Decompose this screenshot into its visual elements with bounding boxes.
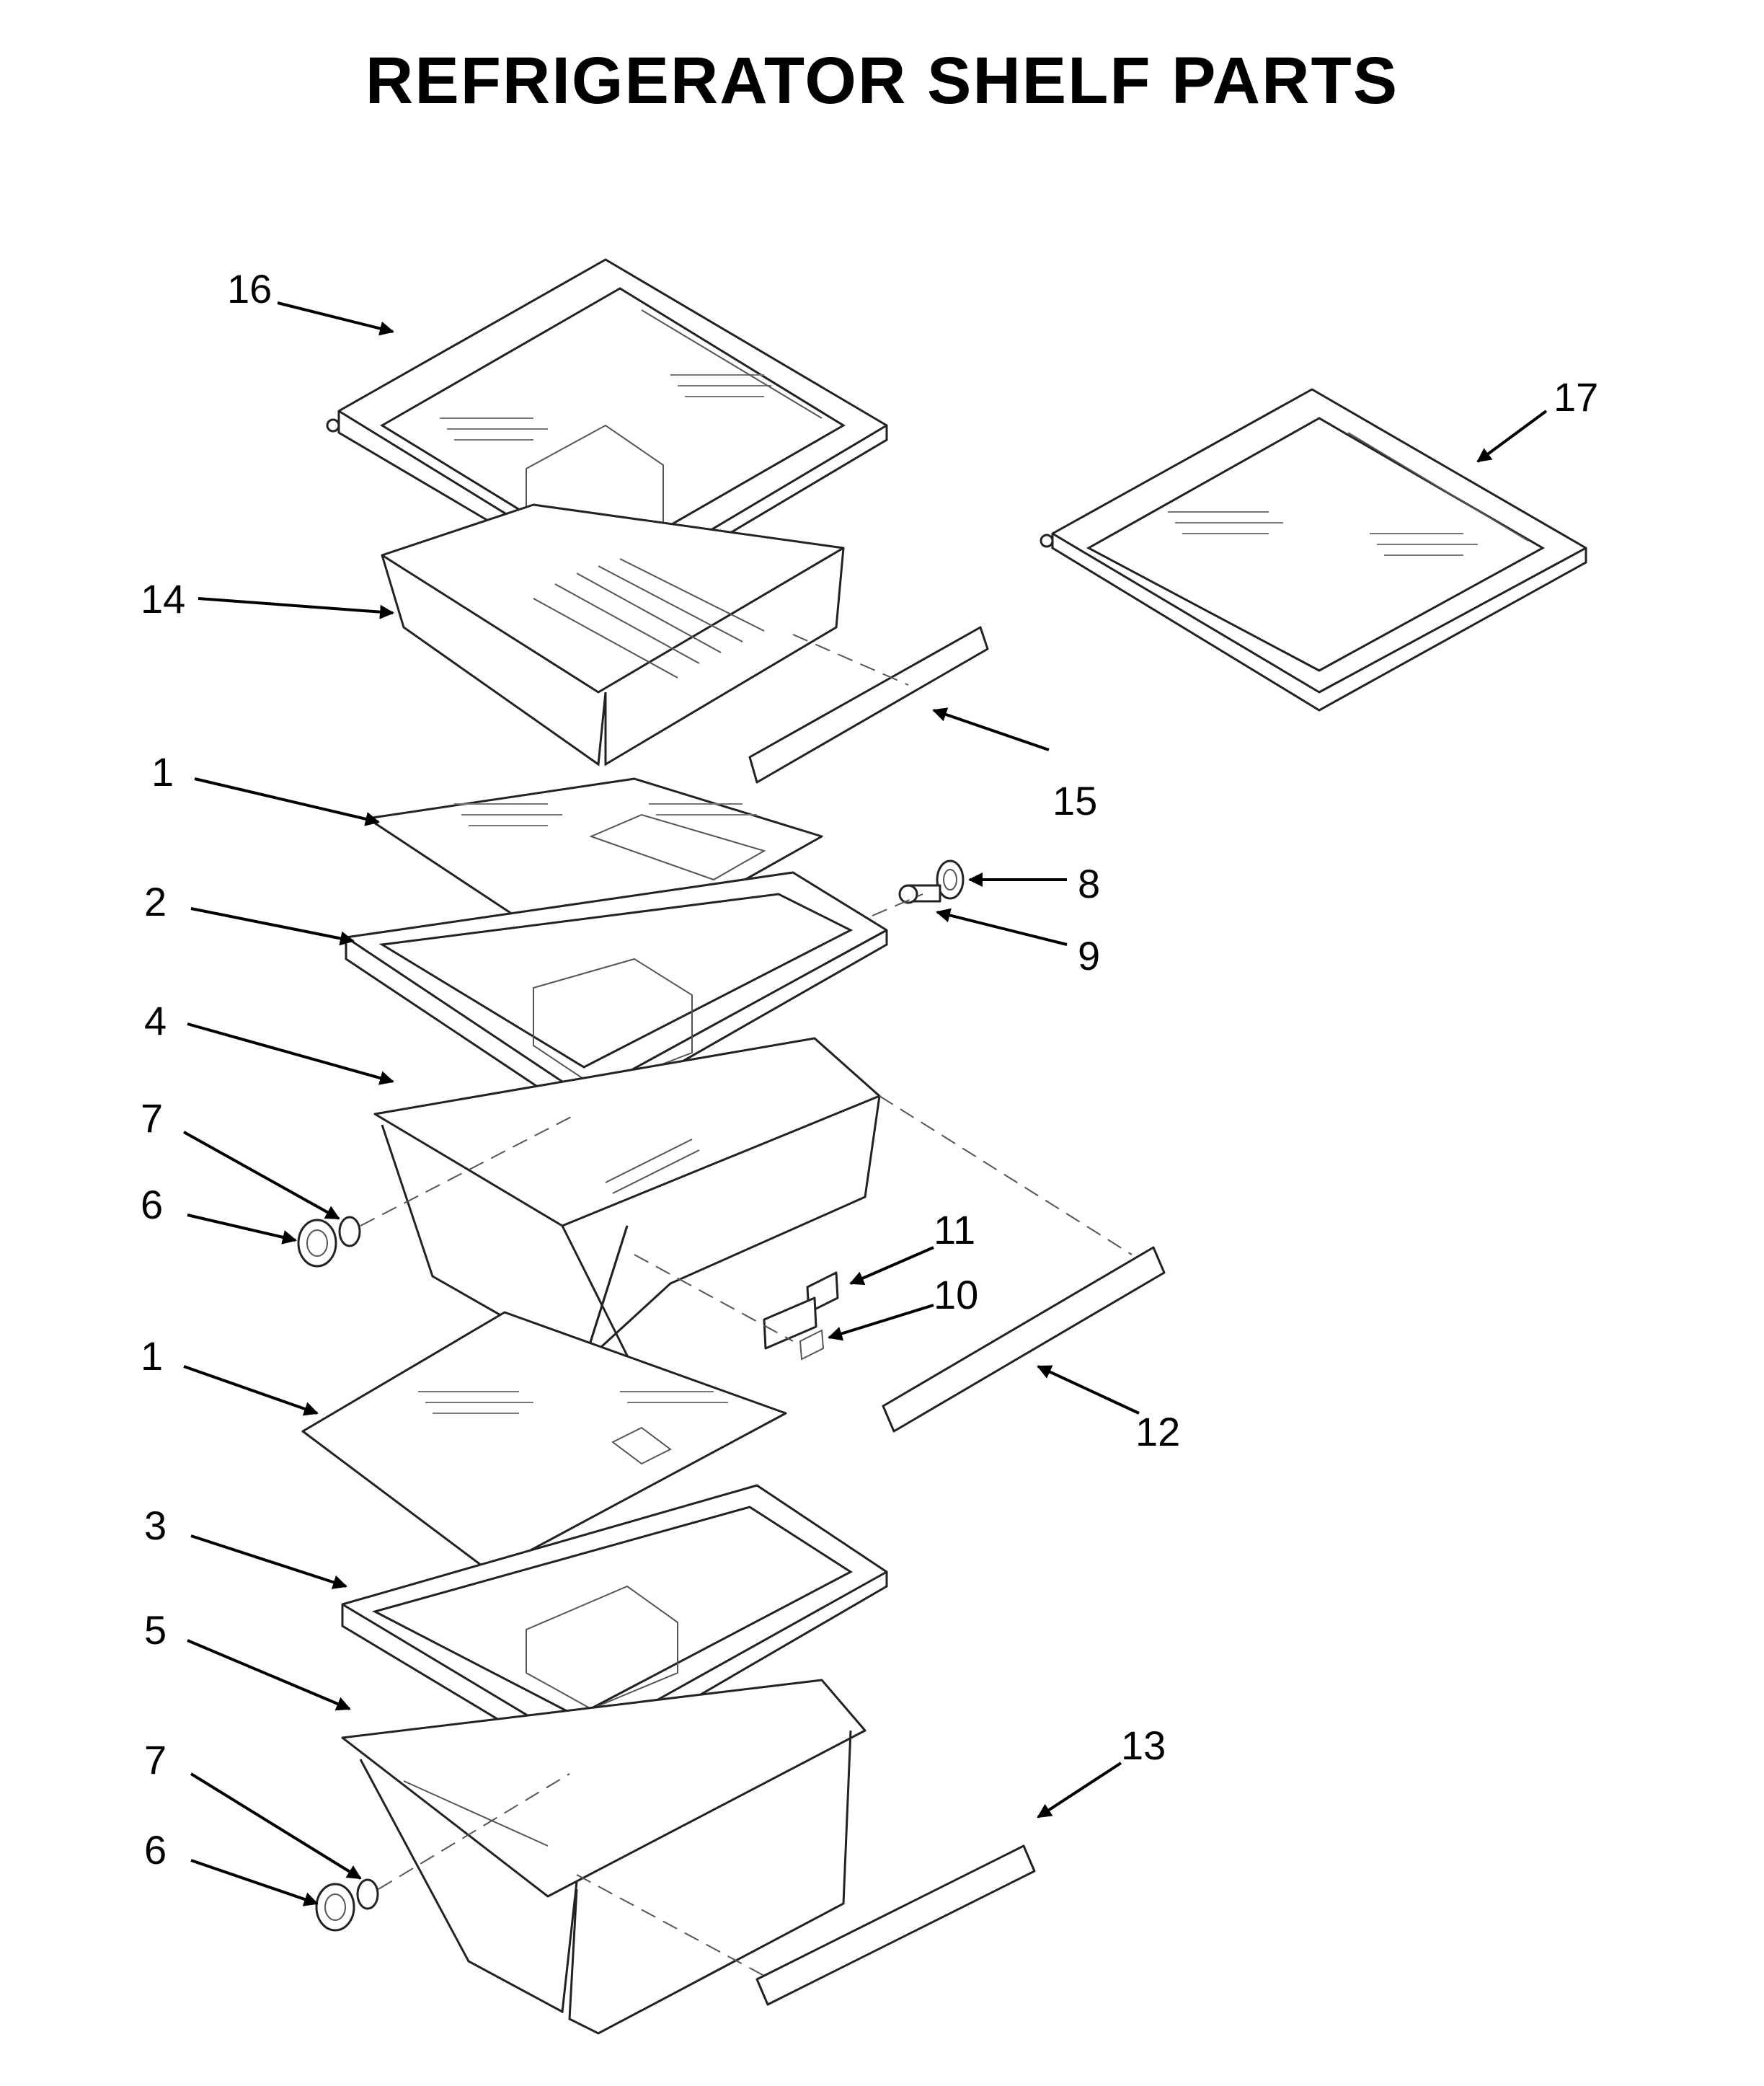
leader-5 <box>187 1639 351 1711</box>
callout-6: 6 <box>141 1182 163 1227</box>
callout-3: 3 <box>144 1503 167 1548</box>
part-12-front-trim <box>882 1246 1166 1433</box>
leader-7a <box>183 1131 340 1220</box>
part-14-crisper-pan <box>381 503 845 766</box>
callout-7: 7 <box>144 1737 167 1782</box>
leader-12 <box>1037 1365 1140 1415</box>
leader-1b <box>183 1365 319 1416</box>
callout-14: 14 <box>141 576 185 622</box>
part-13-front-trim-lower <box>755 1844 1036 2006</box>
part-7-bearing-lower <box>356 1878 379 1910</box>
leader-6a <box>187 1214 297 1245</box>
part-5-crisper-drawer-lower <box>341 1679 867 2035</box>
callout-leaders <box>183 301 1548 1906</box>
callout-17: 17 <box>1554 374 1598 420</box>
part-8-roller <box>936 859 965 900</box>
callout-4: 4 <box>144 998 167 1043</box>
callout-9: 9 <box>1078 933 1100 978</box>
part-9-roller-shaft <box>898 884 941 904</box>
part-2-cover-frame <box>345 871 888 1119</box>
leader-6b <box>190 1859 319 1906</box>
callout-7: 7 <box>141 1095 163 1141</box>
callout-12: 12 <box>1135 1409 1180 1454</box>
callout-13: 13 <box>1121 1723 1166 1768</box>
leader-3 <box>190 1534 347 1589</box>
leader-14 <box>198 597 394 619</box>
part-16-shelf-frame <box>326 258 888 600</box>
leader-11 <box>849 1246 934 1285</box>
callout-6: 6 <box>144 1827 167 1873</box>
leader-1a <box>194 777 380 826</box>
leader-2 <box>190 907 355 946</box>
part-6-cap-upper <box>297 1219 337 1268</box>
leader-9 <box>936 908 1068 946</box>
callout-10: 10 <box>934 1272 978 1317</box>
part-1-glass-cover-lower <box>301 1311 787 1573</box>
callout-labels: 16 17 14 15 1 8 2 9 4 7 6 11 10 1 12 3 5… <box>141 266 1598 1873</box>
part-17-glass-shelf <box>1040 388 1587 712</box>
callout-16: 16 <box>227 266 272 311</box>
callout-1: 1 <box>151 749 174 795</box>
part-15-front-trim <box>748 626 989 784</box>
leader-7b <box>190 1772 362 1880</box>
leader-10 <box>828 1304 934 1341</box>
leader-17 <box>1476 410 1548 463</box>
callout-11: 11 <box>934 1207 975 1252</box>
leader-15 <box>932 707 1050 751</box>
leader-4 <box>187 1022 394 1085</box>
page-title: REFRIGERATOR SHELF PARTS <box>365 44 1399 118</box>
part-7-bearing-upper <box>338 1216 361 1247</box>
callout-1: 1 <box>141 1333 163 1379</box>
part-10-clip <box>763 1296 825 1361</box>
part-6-cap-lower <box>315 1883 355 1932</box>
leader-13 <box>1037 1762 1122 1818</box>
leader-16 <box>277 301 394 336</box>
callout-5: 5 <box>144 1607 167 1653</box>
callout-15: 15 <box>1052 778 1097 823</box>
callout-2: 2 <box>144 879 167 924</box>
callout-8: 8 <box>1078 861 1100 906</box>
